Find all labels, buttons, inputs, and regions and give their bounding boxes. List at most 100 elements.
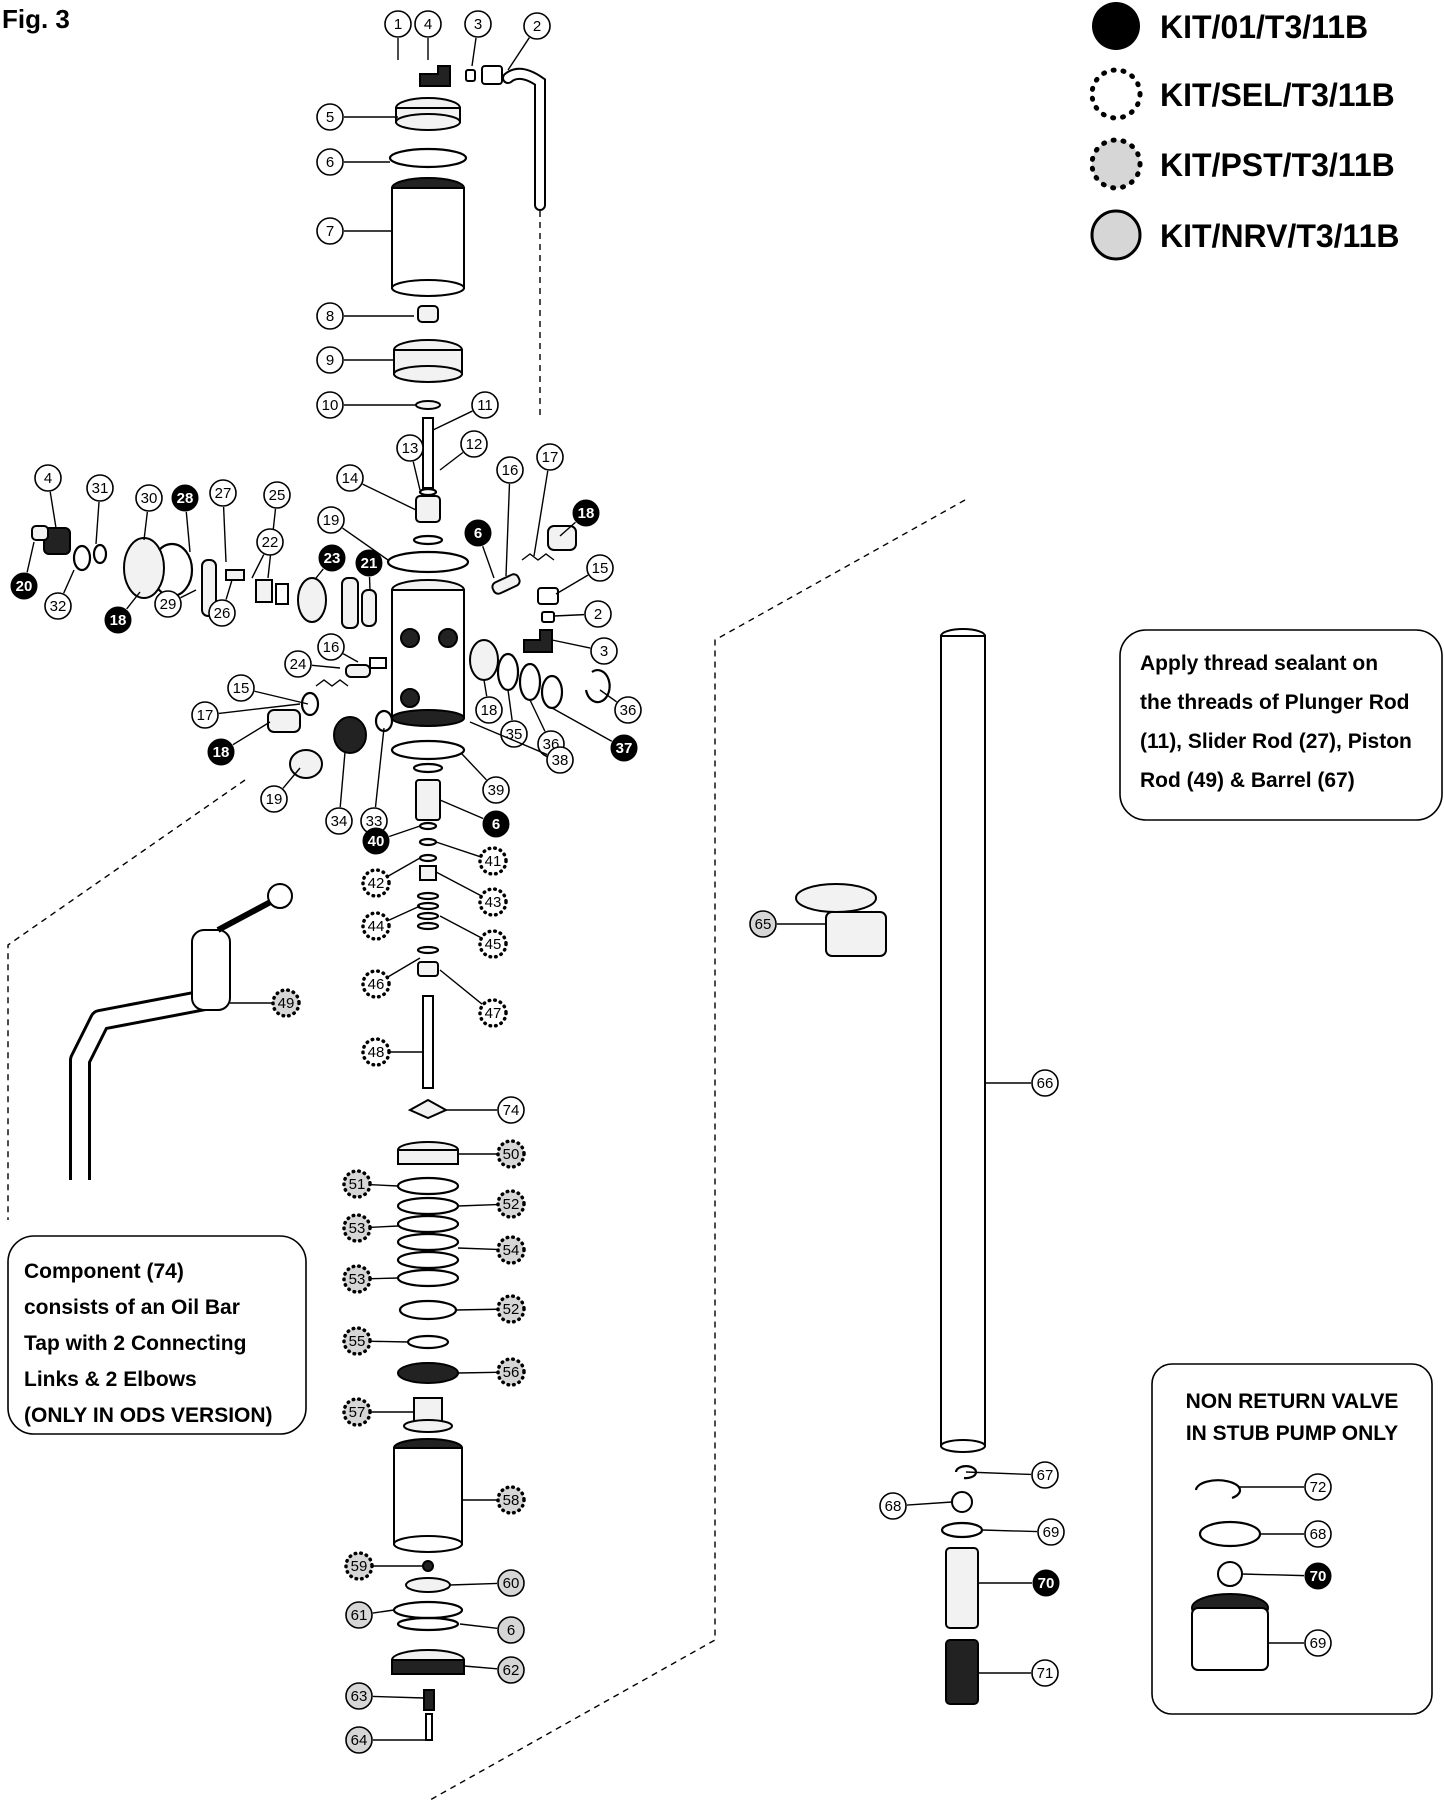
callout-label: 72 <box>1310 1479 1327 1496</box>
callout-leader <box>551 639 591 649</box>
callout-marker <box>104 606 132 634</box>
callout-leader <box>282 767 301 789</box>
callout-label: 61 <box>351 1607 368 1624</box>
callout-marker <box>497 1656 525 1684</box>
callout-31: 31 <box>86 474 114 545</box>
callout-leader <box>225 579 233 600</box>
callout-3: 3 <box>551 637 618 665</box>
callout-marker <box>355 549 383 577</box>
callout-60: 60 <box>449 1569 525 1597</box>
callout-33: 33 <box>360 727 388 835</box>
callout-label: 69 <box>1043 1524 1060 1541</box>
callout-label: 18 <box>110 612 127 629</box>
callout-marker <box>414 10 442 38</box>
callout-label: 23 <box>324 550 341 567</box>
callout-leader <box>906 1501 953 1506</box>
callout-56: 56 <box>457 1357 526 1387</box>
callout-label: 4 <box>44 470 52 487</box>
callout-marker <box>464 519 492 547</box>
callout-leader <box>439 451 464 471</box>
callout-leader <box>370 1225 399 1229</box>
callout-marker <box>271 988 301 1018</box>
callout-marker <box>135 484 163 512</box>
callout-label: 24 <box>290 656 307 673</box>
callout-label: 15 <box>233 680 250 697</box>
callout-label: 65 <box>755 916 772 933</box>
callout-68: 68 <box>1260 1520 1332 1548</box>
svg-text:Tap with 2 Connecting: Tap with 2 Connecting <box>24 1332 246 1355</box>
callout-46: 46 <box>361 957 421 999</box>
callout-marker <box>316 103 344 131</box>
callout-43: 43 <box>435 871 508 917</box>
callout-label: 27 <box>215 485 232 502</box>
callout-71: 71 <box>978 1659 1059 1687</box>
callout-label: 74 <box>503 1102 520 1119</box>
callout-marker <box>10 572 38 600</box>
callout-67: 67 <box>965 1461 1059 1489</box>
callout-57: 57 <box>342 1397 414 1427</box>
callout-marker <box>496 1189 526 1219</box>
callout-marker <box>1032 1569 1060 1597</box>
callout-leader <box>222 506 227 563</box>
callout-marker <box>396 434 424 462</box>
callout-49: 49 <box>230 988 301 1018</box>
callout-marker <box>342 1264 372 1294</box>
callout-leader <box>435 871 481 897</box>
callout-marker <box>263 481 291 509</box>
callout-23: 23 <box>315 544 346 579</box>
callout-50: 50 <box>458 1139 526 1169</box>
callout-marker <box>342 1397 372 1427</box>
callout-marker <box>572 499 600 527</box>
callout-26: 26 <box>208 579 236 627</box>
callout-leader <box>63 569 75 594</box>
legend-dotted-marker <box>1089 67 1143 121</box>
callout-label: 70 <box>1310 1568 1327 1585</box>
callout-marker <box>478 998 508 1028</box>
callout-marker <box>342 1169 372 1199</box>
callout-leader <box>95 501 100 545</box>
callout-label: 18 <box>578 505 595 522</box>
callout-marker <box>316 217 344 245</box>
callout-leader <box>1241 1573 1305 1577</box>
callout-marker <box>590 637 618 665</box>
callout-label: 20 <box>16 578 33 595</box>
callout-marker <box>523 12 551 40</box>
callout-7: 7 <box>316 217 392 245</box>
callout-marker <box>345 1601 373 1629</box>
callout-8: 8 <box>316 302 414 330</box>
callout-marker <box>361 911 391 941</box>
callout-label: 69 <box>1310 1635 1327 1652</box>
callout-label: 13 <box>402 440 419 457</box>
callout-15: 15 <box>555 554 614 595</box>
callout-leader <box>412 461 421 491</box>
callout-11: 11 <box>432 391 499 431</box>
callout-label: 25 <box>269 487 286 504</box>
callout-47: 47 <box>439 969 508 1028</box>
callout-leader <box>362 483 417 511</box>
callout-leader <box>529 699 546 732</box>
callout-marker <box>316 391 344 419</box>
callout-leader <box>463 1665 498 1670</box>
callout-13: 13 <box>396 434 424 491</box>
callout-39: 39 <box>461 753 510 804</box>
callout-leader <box>374 727 385 808</box>
callout-label: 18 <box>481 702 498 719</box>
callout-4: 4 <box>414 10 442 60</box>
callout-74: 74 <box>446 1096 525 1124</box>
callout-30: 30 <box>135 484 163 541</box>
callout-leader <box>49 491 57 529</box>
callout-marker <box>191 701 219 729</box>
callout-5: 5 <box>316 103 398 131</box>
callout-label: 26 <box>214 605 231 622</box>
callout-12: 12 <box>439 430 488 471</box>
callout-10: 10 <box>316 391 416 419</box>
callout-leader <box>505 483 511 577</box>
callout-leader <box>599 689 618 703</box>
callout-16: 16 <box>496 456 524 577</box>
callout-label: 3 <box>474 16 482 33</box>
callout-label: 58 <box>503 1492 520 1509</box>
legend-kit-4: KIT/NRV/T3/11B <box>1160 218 1399 254</box>
callout-leader <box>507 37 530 71</box>
callout-15: 15 <box>227 674 309 705</box>
